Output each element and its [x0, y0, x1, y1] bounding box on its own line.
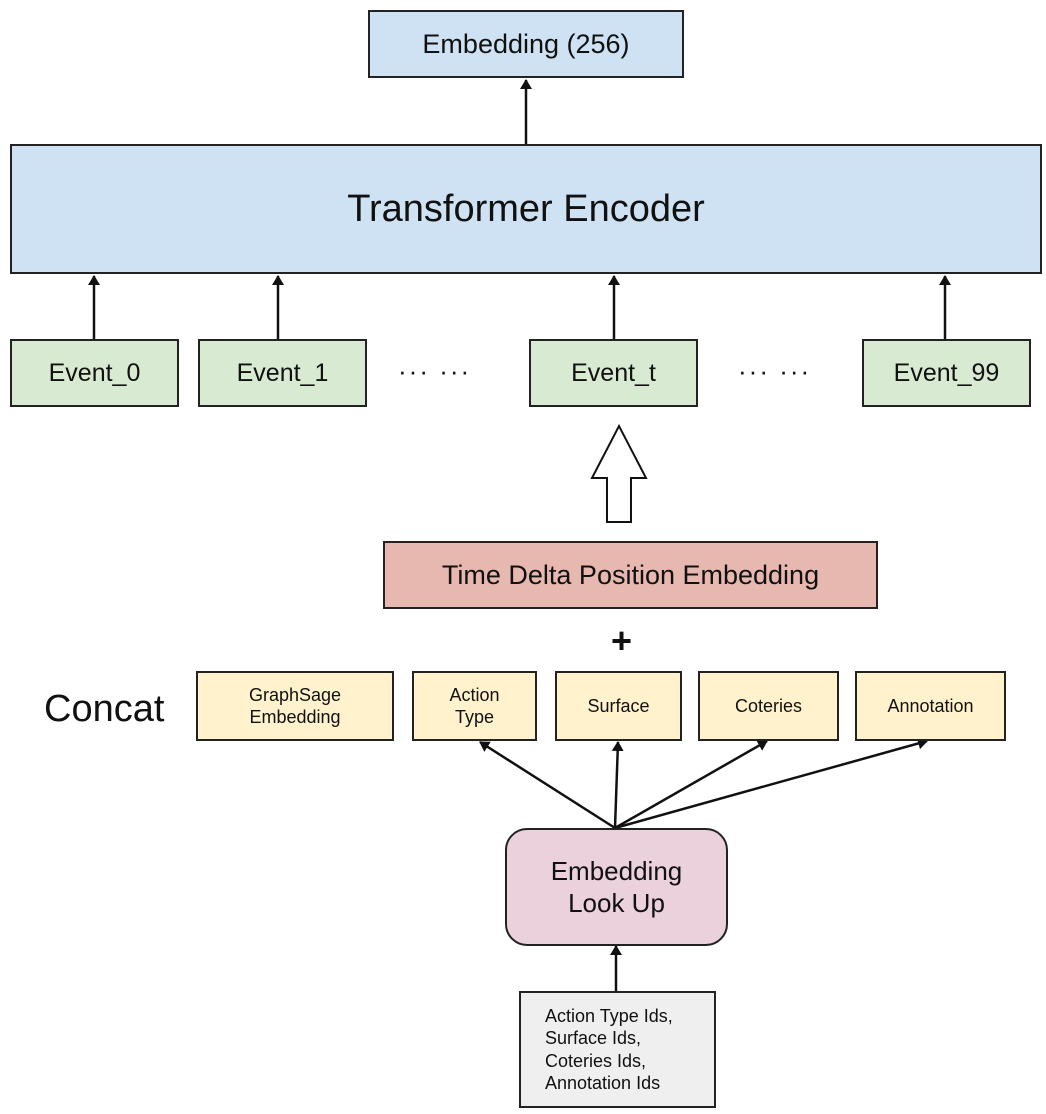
- feature-graphsage-box: GraphSage Embedding: [196, 671, 394, 741]
- time-delta-label: Time Delta Position Embedding: [441, 559, 820, 590]
- arrow-lookup-to-coteries: [614, 739, 768, 830]
- feature-surface-box: Surface: [555, 671, 682, 741]
- arrow-lookup-to-action-type: [479, 740, 616, 830]
- event-1-label: Event_1: [236, 358, 329, 387]
- event-0-box: Event_0: [10, 339, 179, 407]
- input-ids-box: Action Type Ids, Surface Ids, Coteries I…: [519, 991, 716, 1108]
- transformer-encoder-label: Transformer Encoder: [347, 187, 705, 230]
- ellipsis-left: ··· ···: [398, 356, 472, 386]
- event-0-label: Event_0: [48, 358, 141, 387]
- ellipsis-right: ··· ···: [738, 356, 812, 386]
- embedding-lookup-box: Embedding Look Up: [505, 828, 728, 946]
- time-delta-box: Time Delta Position Embedding: [383, 541, 878, 609]
- feature-surface-label: Surface: [587, 695, 650, 716]
- arrow-lookup-to-surface: [611, 741, 624, 829]
- feature-action-type-label: Action Type: [449, 684, 500, 728]
- feature-graphsage-label: GraphSage Embedding: [248, 684, 342, 728]
- feature-coteries-box: Coteries: [698, 671, 839, 741]
- concat-label: Concat: [44, 688, 165, 730]
- hollow-arrow-icon: [590, 423, 648, 523]
- feature-action-type-box: Action Type: [412, 671, 537, 741]
- transformer-encoder-box: Transformer Encoder: [10, 144, 1042, 274]
- event-99-label: Event_99: [893, 358, 1000, 387]
- input-ids-label: Action Type Ids, Surface Ids, Coteries I…: [545, 1005, 673, 1094]
- event-t-box: Event_t: [529, 339, 698, 407]
- feature-annotation-box: Annotation: [855, 671, 1006, 741]
- plus-sign: +: [611, 620, 633, 661]
- event-1-box: Event_1: [198, 339, 367, 407]
- output-embedding-box: Embedding (256): [368, 10, 684, 78]
- output-embedding-label: Embedding (256): [422, 28, 630, 59]
- event-99-box: Event_99: [862, 339, 1031, 407]
- arrow-lookup-to-annotation: [614, 737, 928, 830]
- embedding-lookup-label: Embedding Look Up: [550, 855, 683, 919]
- feature-coteries-label: Coteries: [734, 695, 803, 716]
- event-t-label: Event_t: [571, 358, 656, 387]
- feature-annotation-label: Annotation: [887, 695, 974, 716]
